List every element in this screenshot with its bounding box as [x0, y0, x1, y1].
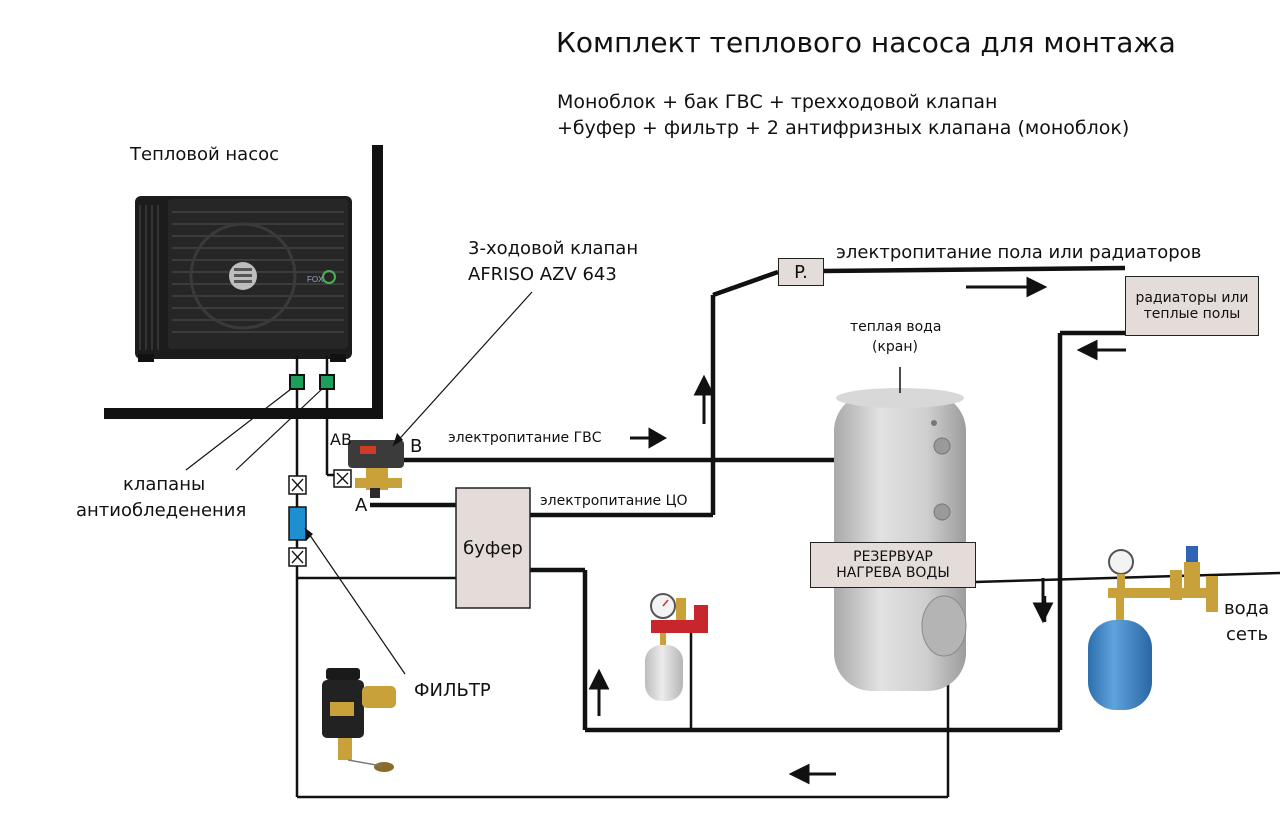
pump-box: P. [778, 258, 824, 286]
valve3way-label-line1: 3-ходовой клапан [468, 238, 639, 259]
supply-co-label: электропитание ЦО [540, 493, 688, 509]
leader-lines [185, 291, 533, 675]
heating-expansion-set [645, 593, 708, 701]
water-mains-line2: сеть [1226, 624, 1269, 645]
tank-label-box: РЕЗЕРВУАР НАГРЕВА ВОДЫ [810, 542, 976, 588]
magnetic-filter-image [322, 668, 396, 772]
warm-water-line2: (кран) [872, 339, 918, 355]
buffer-label: буфер [463, 537, 523, 559]
valve3way-label-line2: AFRISO AZV 643 [468, 264, 617, 285]
radiators-line1: радиаторы или [1135, 290, 1249, 306]
antifreeze-label-line2: антиобледенения [76, 500, 247, 521]
wall [104, 145, 383, 419]
filter-symbol [288, 506, 307, 541]
flow-arrows [588, 276, 1126, 785]
subtitle-line2: +буфер + фильтр + 2 антифризных клапана … [557, 117, 1130, 139]
antifreeze-valves [289, 374, 335, 390]
subtitle-line1: Моноблок + бак ГВС + трехходовой клапан [557, 91, 998, 113]
tank-line2: НАГРЕВА ВОДЫ [836, 565, 950, 581]
warm-water-line1: теплая вода [850, 319, 942, 335]
page-title: Комплект теплового насоса для монтажа [556, 26, 1176, 59]
radiators-box: радиаторы или теплые полы [1125, 276, 1259, 336]
water-mains-line1: вода [1224, 598, 1270, 619]
supply-floor-label: электропитание пола или радиаторов [836, 242, 1202, 263]
supply-dhw-label: электропитание ГВС [448, 430, 602, 446]
buffer-tank [455, 487, 531, 609]
port-b-label: B [410, 436, 423, 457]
port-ab-label: AB [330, 430, 352, 449]
heat-pump-brand: FOX [307, 275, 324, 284]
heat-pump-label: Тепловой насос [130, 144, 280, 165]
radiators-line2: теплые полы [1143, 306, 1241, 322]
antifreeze-label-line1: клапаны [123, 474, 206, 495]
port-a-label: A [355, 495, 368, 516]
mains-expansion-set [1088, 546, 1218, 710]
water-heater-tank [834, 367, 967, 691]
filter-label: ФИЛЬТР [414, 680, 491, 701]
three-way-valve [348, 440, 404, 498]
antifreeze-valve-left [289, 374, 305, 390]
tank-line1: РЕЗЕРВУАР [853, 549, 933, 565]
antifreeze-valve-right [319, 374, 335, 390]
heat-pump-unit [135, 196, 352, 362]
